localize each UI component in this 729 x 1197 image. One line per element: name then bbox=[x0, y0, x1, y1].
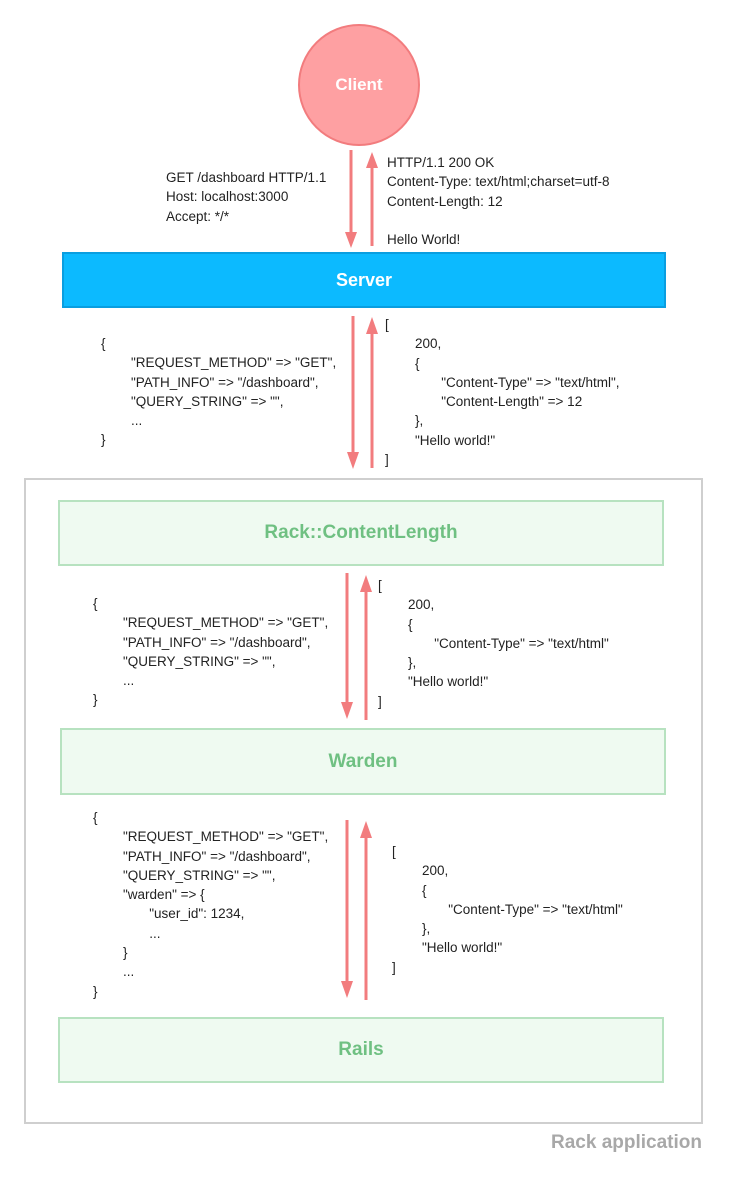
warden-rails-request-arrow bbox=[341, 820, 353, 998]
client-label: Client bbox=[335, 75, 383, 94]
rails-node: Rails bbox=[58, 1017, 664, 1083]
content-length-node: Rack::ContentLength bbox=[58, 500, 664, 566]
server-node: Server bbox=[62, 252, 666, 308]
warden-label: Warden bbox=[328, 750, 398, 772]
warden-node: Warden bbox=[60, 728, 666, 795]
cl-server-response-arrow bbox=[366, 317, 378, 468]
cl-warden-request-arrow bbox=[341, 573, 353, 719]
server-response-array: [ 200, { "Content-Type" => "text/html", … bbox=[385, 317, 620, 468]
http-request-text: GET /dashboard HTTP/1.1 Host: localhost:… bbox=[166, 170, 327, 224]
server-client-response-arrow bbox=[366, 152, 378, 246]
content-length-response-array: [ 200, { "Content-Type" => "text/html" }… bbox=[378, 578, 609, 709]
client-server-request-arrow bbox=[345, 150, 357, 248]
warden-env-hash: { "REQUEST_METHOD" => "GET", "PATH_INFO"… bbox=[93, 810, 329, 999]
server-label: Server bbox=[335, 269, 393, 290]
warden-response-array: [ 200, { "Content-Type" => "text/html" }… bbox=[392, 844, 623, 975]
warden-cl-response-arrow bbox=[360, 575, 372, 720]
content-length-env-hash: { "REQUEST_METHOD" => "GET", "PATH_INFO"… bbox=[93, 596, 329, 708]
content-length-label: Rack::ContentLength bbox=[264, 522, 458, 543]
server-cl-request-arrow bbox=[347, 316, 359, 469]
server-env-hash: { "REQUEST_METHOD" => "GET", "PATH_INFO"… bbox=[101, 336, 337, 448]
rails-warden-response-arrow bbox=[360, 821, 372, 1000]
http-response-text: HTTP/1.1 200 OK Content-Type: text/html;… bbox=[387, 155, 610, 248]
rack-application-frame bbox=[24, 478, 703, 1124]
rails-label: Rails bbox=[338, 1039, 384, 1060]
client-node: Client bbox=[298, 24, 420, 146]
rack-application-label: Rack application bbox=[551, 1132, 702, 1153]
